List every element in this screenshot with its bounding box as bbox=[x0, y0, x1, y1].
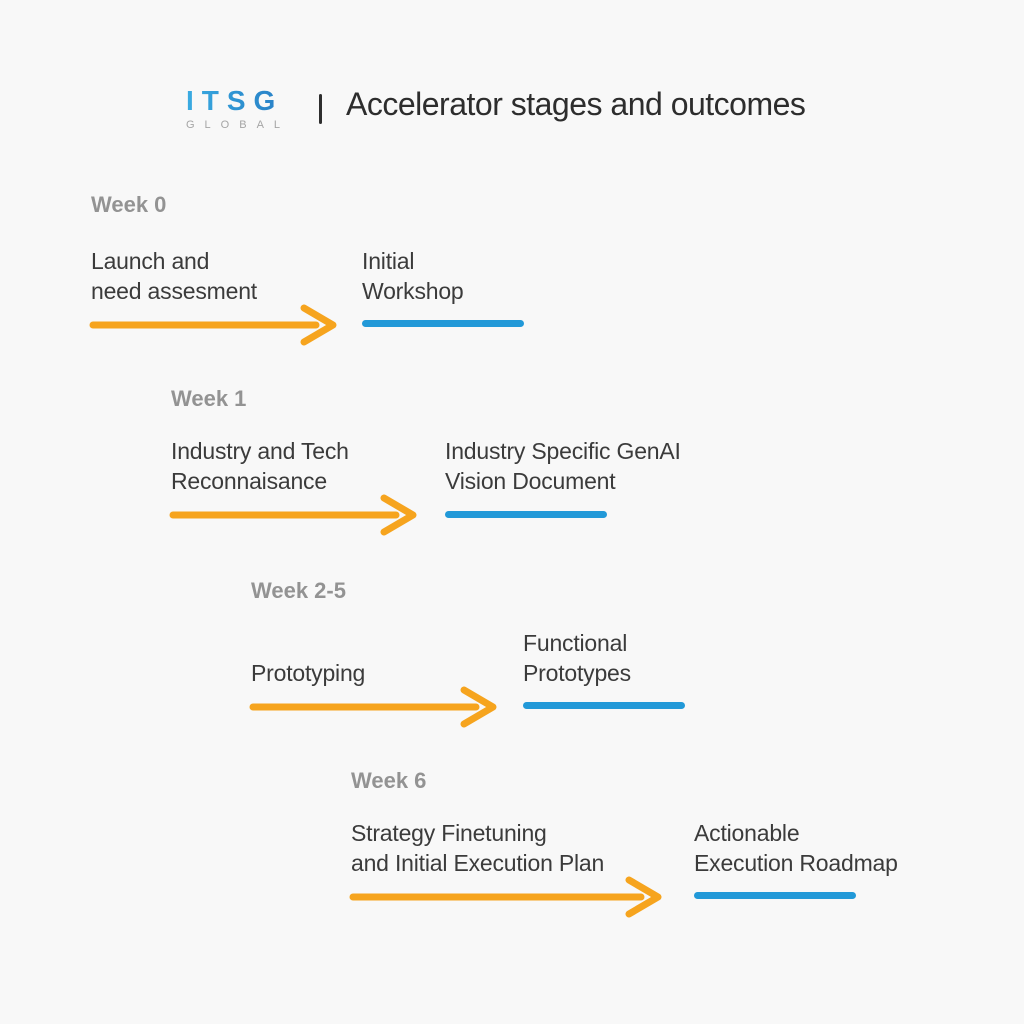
outcome-underline-bar bbox=[362, 320, 524, 327]
outcome-label: Industry Specific GenAI Vision Document bbox=[445, 438, 681, 494]
arrow-right-icon bbox=[349, 876, 662, 918]
outcome-label: Initial Workshop bbox=[362, 248, 464, 304]
outcome-underline-bar bbox=[523, 702, 685, 709]
arrow-right-icon bbox=[169, 494, 417, 536]
itsg-logo: ITSG GLOBAL bbox=[186, 87, 291, 132]
outcome-underline-bar bbox=[445, 511, 607, 518]
week-label: Week 1 bbox=[171, 386, 247, 411]
task-label: Industry and Tech Reconnaisance bbox=[171, 438, 349, 494]
week-label: Week 2-5 bbox=[251, 578, 346, 603]
task-label: Prototyping bbox=[251, 660, 366, 686]
arrow-right-icon bbox=[249, 686, 497, 728]
title-divider-bar bbox=[319, 94, 322, 124]
task-label: Launch and need assesment bbox=[91, 248, 257, 304]
outcome-label: Functional Prototypes bbox=[523, 630, 631, 686]
page-title: Accelerator stages and outcomes bbox=[346, 86, 806, 122]
week-label: Week 0 bbox=[91, 192, 167, 217]
logo-subtitle: GLOBAL bbox=[186, 119, 291, 131]
arrow-right-icon bbox=[89, 304, 337, 346]
outcome-label: Actionable Execution Roadmap bbox=[694, 820, 898, 876]
outcome-underline-bar bbox=[694, 892, 856, 899]
logo-wordmark: ITSG bbox=[186, 87, 290, 115]
task-label: Strategy Finetuning and Initial Executio… bbox=[351, 820, 605, 876]
week-label: Week 6 bbox=[351, 768, 427, 793]
